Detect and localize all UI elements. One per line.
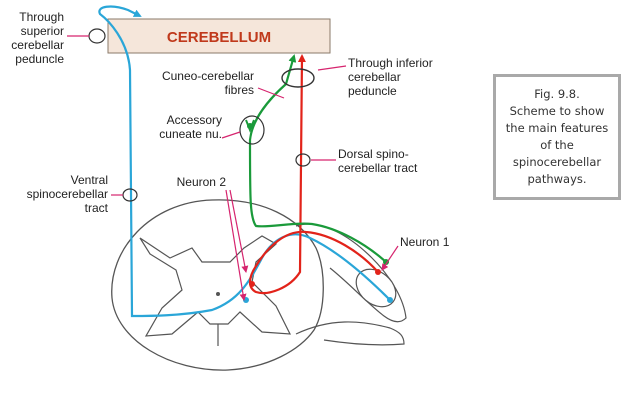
label-superior-peduncle-2: superior	[21, 24, 64, 38]
figure-caption: Fig. 9.8. Scheme to show the main featur…	[493, 74, 621, 200]
cerebellum-label: CEREBELLUM	[167, 29, 271, 46]
label-inferior-peduncle-1: Through inferior	[348, 56, 433, 70]
caption-line: the main features	[505, 121, 609, 135]
leader-lines	[67, 35, 399, 301]
label-superior-peduncle-4: peduncle	[15, 52, 64, 66]
label-accessory-cuneate-2: cuneate nu.	[159, 127, 222, 141]
inferior-peduncle-ring	[281, 68, 315, 88]
label-cuneo-fibres-2: fibres	[225, 83, 254, 97]
accessory-cuneate-nucleus	[239, 115, 265, 145]
caption-line: spinocerebellar	[512, 155, 602, 169]
dorsal-tract-ring	[295, 153, 311, 167]
label-ventral-tract-2: spinocerebellar	[27, 187, 108, 201]
superior-peduncle-ring	[88, 28, 106, 44]
caption-line: of the	[540, 138, 574, 152]
cerebellum-box	[107, 18, 331, 54]
label-dorsal-tract-2: cerebellar tract	[338, 161, 418, 175]
label-cuneo-fibres-1: Cuneo-cerebellar	[162, 69, 254, 83]
dorsal-spinocerebellar-tract	[248, 54, 381, 295]
label-inferior-peduncle-2: cerebellar	[348, 70, 401, 84]
caption-line: Scheme to show	[509, 104, 605, 118]
label-neuron1: Neuron 1	[400, 235, 450, 249]
label-inferior-peduncle-3: peduncle	[348, 84, 397, 98]
label-dorsal-tract-1: Dorsal spino-	[338, 147, 409, 161]
label-superior-peduncle-1: Through	[19, 10, 64, 24]
spinal-cord-section	[111, 199, 407, 371]
label-superior-peduncle-3: cerebellar	[11, 38, 64, 52]
caption-line: Fig. 9.8.	[534, 87, 580, 101]
label-ventral-tract-1: Ventral	[71, 173, 108, 187]
label-accessory-cuneate-1: Accessory	[167, 113, 222, 127]
label-ventral-tract-3: tract	[85, 201, 109, 215]
label-neuron2: Neuron 2	[177, 175, 227, 189]
caption-line: pathways.	[527, 172, 587, 186]
